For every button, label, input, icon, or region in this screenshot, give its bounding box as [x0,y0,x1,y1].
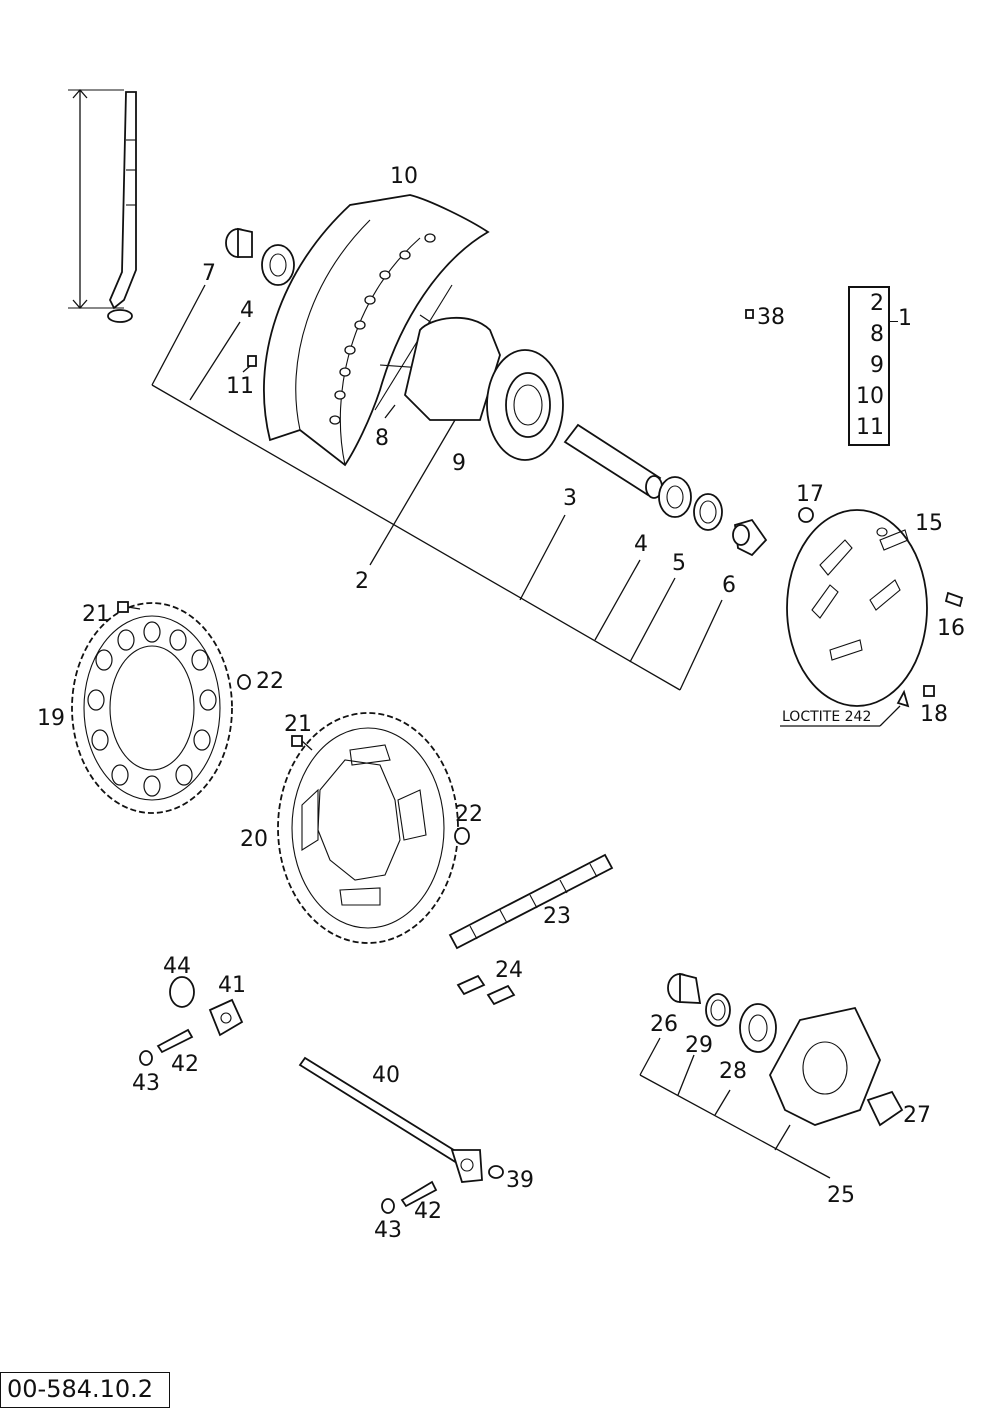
callout-3: 3 [563,486,577,511]
callout-22-left: 22 [256,669,284,694]
callout-9: 9 [452,451,466,476]
callout-5: 5 [672,551,686,576]
sprocket-carrier-part [769,1006,881,1126]
callout-labels: 10 7 4 11 8 9 38 3 4 5 6 2 17 15 16 18 L… [37,164,965,1243]
callout-8: 8 [375,426,389,451]
sprocket-steel-part [277,712,459,944]
rim-part [263,194,490,467]
callout-2: 2 [355,569,369,594]
sprocket-screw-21a-part [117,601,141,613]
bearing-part [261,244,295,286]
leader-lines-carrier [639,1037,831,1179]
carrier-spacer-part [667,972,702,1004]
callout-27: 27 [903,1103,931,1128]
callout-4-top: 4 [240,298,254,323]
adjuster-block-part [169,976,195,1008]
adjuster-plate-part [208,998,244,1037]
disc-bolt-part [944,591,964,608]
callout-26: 26 [650,1012,678,1037]
sprocket-nut-22b-part [454,827,470,845]
kit-item: 10 [856,384,884,409]
kit-item: 8 [870,322,884,347]
damper-rubber-part [866,1090,904,1127]
callout-24: 24 [495,958,523,983]
kit-item: 2 [870,291,884,316]
callout-44: 44 [163,954,191,979]
callout-1: 1 [889,306,912,331]
callout-29: 29 [685,1033,713,1058]
callout-4-right: 4 [634,532,648,557]
callout-17: 17 [796,482,824,507]
axle-sleeve-part [563,423,663,499]
adjuster-bolt-b-part [400,1180,438,1208]
carrier-bearing-part [739,1003,777,1053]
callout-40: 40 [372,1063,400,1088]
callout-15: 15 [915,511,943,536]
callout-21-left: 21 [82,602,110,627]
callout-18: 18 [920,702,948,727]
callout-39: 39 [506,1168,534,1193]
callout-25: 25 [827,1183,855,1208]
adjuster-bolt-a-part [156,1028,194,1054]
sprocket-nut-22a-part [237,674,251,690]
callout-6: 6 [722,573,736,598]
sprocket-screw-21b-part [291,735,313,751]
diagram-reference-code: 00-584.10.2 [0,1372,170,1408]
leader-lines-wheel [151,284,723,691]
callout-43-bottom: 43 [374,1218,402,1243]
carrier-seal-part [705,993,731,1027]
bearing-right-part [658,476,692,518]
callout-21-mid: 21 [284,712,312,737]
callout-22-mid: 22 [455,802,483,827]
callout-28: 28 [719,1059,747,1084]
callout-38: 38 [757,305,785,330]
adjuster-nut-a-part [139,1050,153,1066]
callout-16: 16 [937,616,965,641]
screw-38-part [745,309,754,319]
callout-42-bottom: 42 [414,1199,442,1224]
callout-23: 23 [543,904,571,929]
callout-19: 19 [37,706,65,731]
callout-20: 20 [240,827,268,852]
disc-screw-part [896,685,935,708]
kit-contents-box: 2 8 9 10 11 [848,286,890,446]
brake-disc-part [786,509,928,707]
kit-item: 9 [870,353,884,378]
callout-10: 10 [390,164,418,189]
chain-part [448,853,614,950]
callout-42-left: 42 [171,1052,199,1077]
callout-41: 41 [218,973,246,998]
screw-part [247,355,257,367]
seal-ring-part [693,493,723,531]
callout-43-left: 43 [132,1071,160,1096]
spacer-right-part [732,518,768,557]
chain-master-link-part [456,974,516,1006]
callout-11: 11 [226,374,254,399]
kit-item: 11 [856,415,884,440]
axle-cap-part [488,1165,504,1179]
loctite-note: LOCTITE 242 [782,709,871,725]
callout-7: 7 [202,261,216,286]
spoke-part [68,89,137,323]
sprocket-aluminium-part [71,602,233,814]
spacer-bushing-part [225,227,253,258]
disc-nut-part [798,507,814,523]
adjuster-nut-b-part [381,1198,395,1214]
hub-part [374,284,564,461]
axle-part [298,1056,483,1183]
